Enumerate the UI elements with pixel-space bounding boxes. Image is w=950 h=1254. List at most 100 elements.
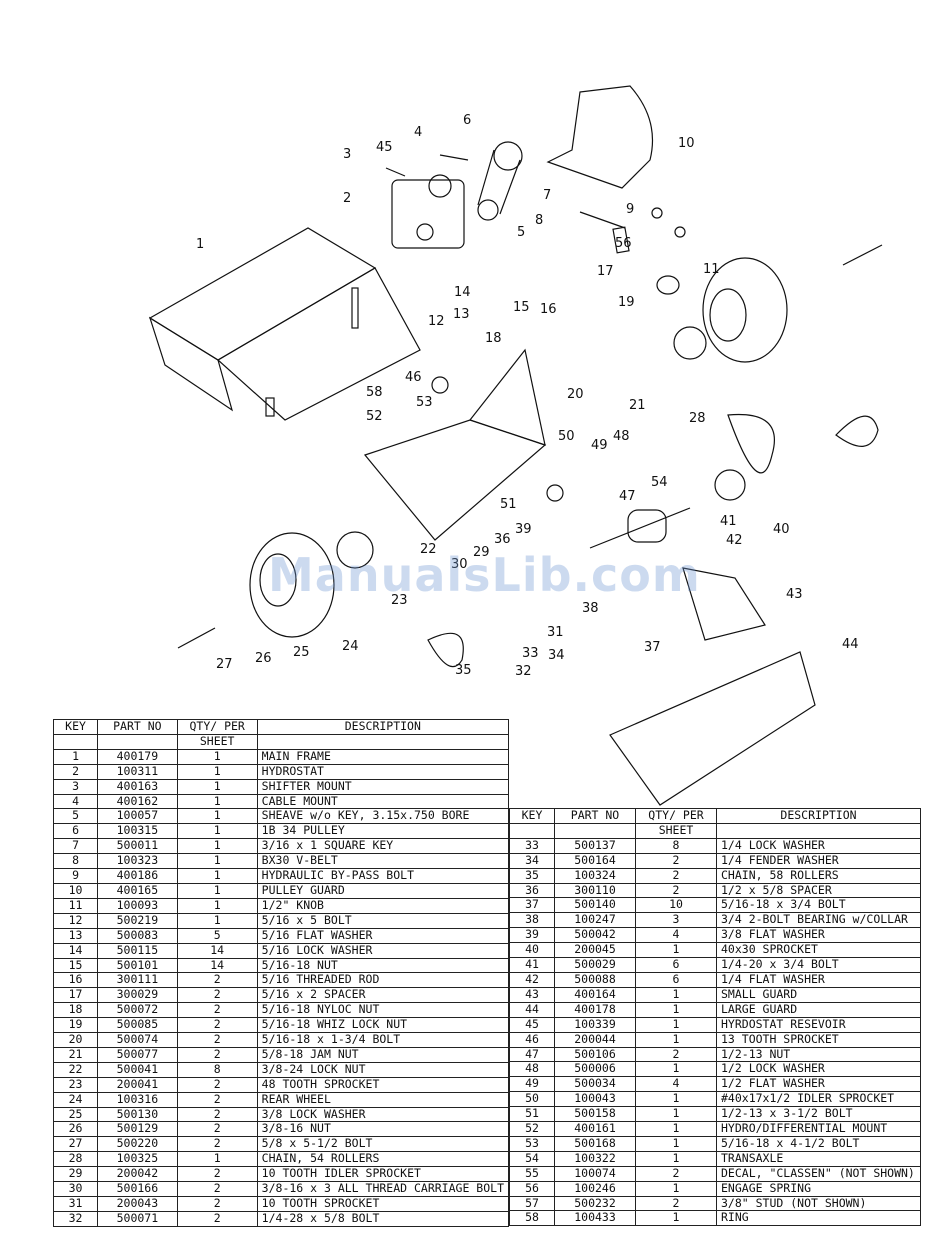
table-header-row: KEY PART NO QTY/ PER DESCRIPTION: [509, 808, 921, 824]
column-header-key: KEY: [509, 808, 555, 824]
cell-qty: 1: [635, 1180, 717, 1197]
cell-description: 3/8-24 LOCK NUT: [256, 1061, 510, 1078]
callout: 45: [376, 140, 393, 155]
callout: 24: [342, 639, 359, 654]
cell-key: 9: [52, 868, 99, 884]
cell-key: 12: [52, 912, 99, 929]
cell-key: 31: [52, 1196, 99, 1212]
cell-description: 48 TOOTH SPROCKET: [256, 1076, 510, 1093]
cell-key: 27: [52, 1136, 99, 1153]
cell-description: 1/2-13 x 3-1/2 BOLT: [716, 1106, 921, 1123]
callout: 16: [540, 302, 557, 317]
callout: 8: [535, 213, 543, 228]
cell-part-no: 100247: [554, 912, 636, 929]
cell-part-no: 500130: [97, 1106, 178, 1123]
callout: 47: [619, 489, 636, 504]
cell-description: DECAL, "CLASSEN" (NOT SHOWN): [716, 1165, 921, 1182]
cell-qty: 1: [176, 882, 258, 899]
main-frame-front: [216, 267, 421, 421]
cell-qty: 2: [635, 882, 717, 899]
cell-part-no: 100246: [554, 1180, 636, 1197]
cell-part-no: 100315: [97, 823, 178, 840]
callout: 15: [513, 300, 530, 315]
cell-qty: 2: [176, 1091, 258, 1108]
cell-description: 1/4-28 x 5/8 BOLT: [256, 1210, 510, 1227]
pulley-guard-part: [546, 85, 653, 189]
cell-key: 30: [52, 1181, 99, 1197]
cell-qty: 2: [176, 1210, 258, 1227]
cell-part-no: 200042: [97, 1166, 178, 1183]
cell-part-no: 200043: [97, 1196, 178, 1212]
cell-part-no: 500072: [97, 1002, 178, 1019]
cell-key: 19: [52, 1017, 99, 1034]
cell-part-no: 100339: [554, 1016, 636, 1033]
callout-labels: 1 2 3 4 5 6 7 8 9 10 11 12 13 14 15 16 1…: [196, 113, 859, 679]
cell-key: 51: [509, 1106, 555, 1123]
cell-description: HYDRO/DIFFERENTIAL MOUNT: [716, 1121, 921, 1137]
column-header-part-no: PART NO: [554, 808, 636, 824]
cell-description: 5/16 FLAT WASHER: [256, 927, 510, 944]
cell-description: 13 TOOTH SPROCKET: [716, 1031, 921, 1048]
callout: 31: [547, 625, 564, 640]
cell-part-no: 100324: [554, 867, 636, 884]
cell-key: 47: [509, 1046, 555, 1063]
cell-description: ENGAGE SPRING: [716, 1180, 921, 1197]
callout: 4: [414, 125, 422, 140]
cell-qty: 1: [176, 853, 258, 870]
cell-key: 44: [509, 1001, 555, 1018]
callout: 9: [626, 202, 634, 217]
callout: 32: [515, 664, 532, 679]
cell-part-no: 500101: [97, 957, 178, 974]
cell-key: 21: [52, 1046, 99, 1063]
large-guard-part: [609, 651, 816, 806]
cell-part-no: 200044: [554, 1031, 636, 1048]
cell-part-no: 100074: [554, 1165, 636, 1182]
cell-part-no: 100057: [97, 808, 178, 825]
cell-part-no: 500088: [554, 971, 636, 988]
cell-part-no: 500106: [554, 1046, 636, 1063]
cell-qty: 8: [176, 1061, 258, 1078]
callout: 38: [582, 601, 599, 616]
parts-table-left: KEY PART NO QTY/ PER DESCRIPTION SHEET 1…: [52, 719, 510, 1227]
cell-part-no: 500168: [554, 1135, 636, 1152]
main-frame-part: [148, 227, 377, 361]
cell-description: HYDROSTAT: [256, 763, 510, 780]
cell-description: RING: [716, 1210, 921, 1227]
cell-qty: 1: [176, 808, 258, 825]
cell-qty: 8: [635, 837, 717, 854]
cell-qty: 1: [176, 912, 258, 929]
rear-wheel-right: [702, 257, 788, 363]
cell-description: CHAIN, 58 ROLLERS: [716, 867, 921, 884]
main-frame-side: [148, 316, 234, 412]
cell-description: TRANSAXLE: [716, 1150, 921, 1167]
cell-key: 53: [509, 1135, 555, 1152]
callout: 26: [255, 651, 272, 666]
cell-part-no: 500006: [554, 1061, 636, 1078]
cell-key: 14: [52, 942, 99, 959]
cell-qty: 2: [176, 1002, 258, 1019]
cell-part-no: 400161: [554, 1121, 636, 1137]
